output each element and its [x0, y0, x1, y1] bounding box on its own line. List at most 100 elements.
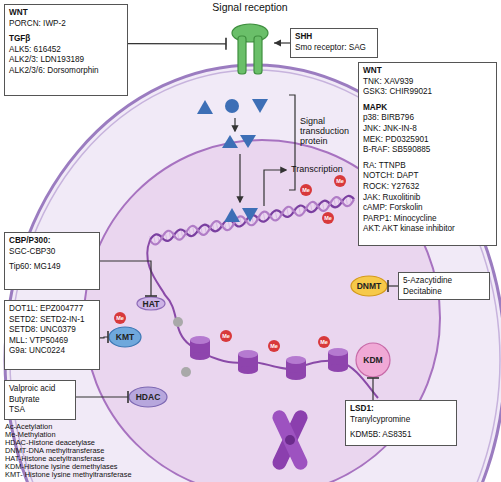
dna-strand — [150, 196, 354, 241]
methyl-tag: Me — [334, 175, 346, 187]
inhibitor-box: WNTTNK: XAV939GSK3: CHIR99021MAPKp38: BI… — [358, 62, 497, 246]
chromosome — [270, 408, 310, 472]
node-text: SHH — [295, 32, 373, 43]
node-text: DNMT — [357, 281, 382, 291]
methyl-tag: Me — [318, 336, 330, 348]
node-text: RA: TTNPB — [363, 161, 492, 172]
node-text: SETD8: UNC0379 — [9, 325, 95, 336]
node-text: 5-Azacytidine — [403, 276, 485, 287]
nucleosome — [238, 350, 258, 374]
node-text: Tip60: MG149 — [9, 262, 95, 273]
node-text: ALK2/3: LDN193189 — [9, 55, 123, 66]
abbreviation-note: KMT- Histone lysine methyltransferase — [5, 471, 132, 479]
inhibition-connector — [388, 280, 398, 292]
acetyl-mark — [181, 367, 191, 377]
nucleosome — [286, 356, 306, 380]
inhibition-bar — [145, 295, 157, 297]
nucleosome — [328, 348, 348, 372]
signal-triangle — [252, 99, 268, 113]
node-text: Tranylcypromine — [350, 415, 452, 426]
transcription-factor — [242, 208, 258, 222]
enzyme-node: HAT — [136, 296, 166, 311]
connector-line — [100, 261, 151, 296]
inhibitor-box: WNTPORCN: IWP-2TGFβALK5: 616452ALK2/3: L… — [4, 4, 128, 96]
node-text: MEK: PD0325901 — [363, 135, 492, 146]
dna-strand — [150, 197, 354, 244]
receptor-domain — [254, 36, 262, 74]
signal-dimer — [222, 135, 238, 148]
node-text: Signal reception — [212, 1, 287, 13]
node-text: HDAC — [136, 392, 161, 402]
methyl-tag: Me — [300, 184, 312, 196]
node-text: NOTCH: DAPT — [363, 171, 492, 182]
node-text: TGFβ — [9, 34, 123, 45]
node-text: JAK: Ruxolitinib — [363, 193, 492, 204]
node-text: Butyrate — [9, 395, 71, 406]
node-text: KDM — [363, 355, 382, 365]
inhibition-connector — [100, 331, 108, 343]
node-text: WNT — [9, 8, 123, 19]
enzyme-node: KMT — [108, 326, 142, 348]
methyl-tag: Me — [114, 312, 126, 324]
receptor-outline — [226, 22, 274, 78]
bracket — [289, 95, 295, 190]
receptor-node: Signal reception — [226, 22, 274, 78]
connector-line — [388, 285, 398, 286]
acetyl-mark — [173, 317, 183, 327]
node-text: PARP1: Minocycline — [363, 214, 492, 225]
signal-dimer — [240, 135, 256, 148]
transcription-factor — [224, 208, 240, 222]
inhibition-connector — [100, 261, 157, 296]
receptor-domain — [238, 36, 246, 74]
node-text: cAMP: Forskolin — [363, 203, 492, 214]
node-text: G9a: UNC0224 — [9, 346, 95, 357]
node-text: Smo receptor: SAG — [295, 43, 373, 54]
node-text: p38: BIRB796 — [363, 113, 492, 124]
node-text: B-RAF: SB590885 — [363, 145, 492, 156]
node-text: HAT — [143, 299, 160, 309]
signal-arrow — [234, 118, 235, 131]
enzyme-shape — [356, 343, 390, 377]
methyl-tag: Me — [268, 340, 280, 352]
node-text: LSD1: — [350, 404, 452, 415]
enzyme-node: KDM — [355, 342, 391, 378]
node-text: Valproic acid — [9, 384, 71, 395]
transcription-arrow — [264, 170, 286, 206]
methyl-tag: Me — [220, 330, 232, 342]
inhibitor-box: Valproic acidButyrateTSA — [4, 380, 76, 420]
inhibition-bar — [127, 391, 129, 403]
connector-line — [274, 42, 290, 43]
process-label: Transcription — [291, 164, 343, 174]
arrow-connector — [274, 40, 290, 47]
node-text: ROCK: Y27632 — [363, 182, 492, 193]
node-text: KMT — [116, 332, 134, 342]
node-text: SGC-CBP30 — [9, 247, 95, 258]
node-text: ALK5: 616452 — [9, 45, 123, 56]
inhibitor-box: CBP/P300:SGC-CBP30Tip60: MG149 — [4, 232, 100, 290]
inhibition-bar — [225, 38, 227, 50]
node-text: MAPK — [363, 103, 492, 114]
node-text: WNT — [363, 66, 492, 77]
abbreviation-note: Me-Methylation — [5, 431, 56, 439]
abbreviation-note: HDAC-Histone deacetylase — [5, 439, 95, 447]
receptor-cap — [232, 24, 268, 42]
inhibition-connector — [367, 378, 379, 400]
enzyme-shape — [351, 276, 387, 296]
arrow-head — [274, 40, 281, 47]
node-text: MLL: VTP50469 — [9, 336, 95, 347]
methyl-tag: Me — [322, 212, 334, 224]
node-text: Decitabine — [403, 287, 485, 298]
enzyme-shape — [137, 297, 165, 310]
node-text: GSK3: CHIR99021 — [363, 87, 492, 98]
abbreviation-note: HAT-Histone acetyltransferase — [5, 455, 105, 463]
enzyme-node: HDAC — [128, 386, 168, 408]
enzyme-shape — [129, 387, 167, 407]
node-text: CBP/P300: — [9, 236, 95, 247]
agonist-box: SHHSmo receptor: SAG — [290, 28, 378, 58]
node-text: JNK: JNK-IN-8 — [363, 124, 492, 135]
node-text: DOT1L: EPZ004777 — [9, 304, 95, 315]
signal-arrow — [239, 154, 240, 202]
inhibition-connector — [76, 391, 128, 403]
node-text: PORCN: IWP-2 — [9, 19, 123, 30]
node-text: TSA — [9, 405, 71, 416]
